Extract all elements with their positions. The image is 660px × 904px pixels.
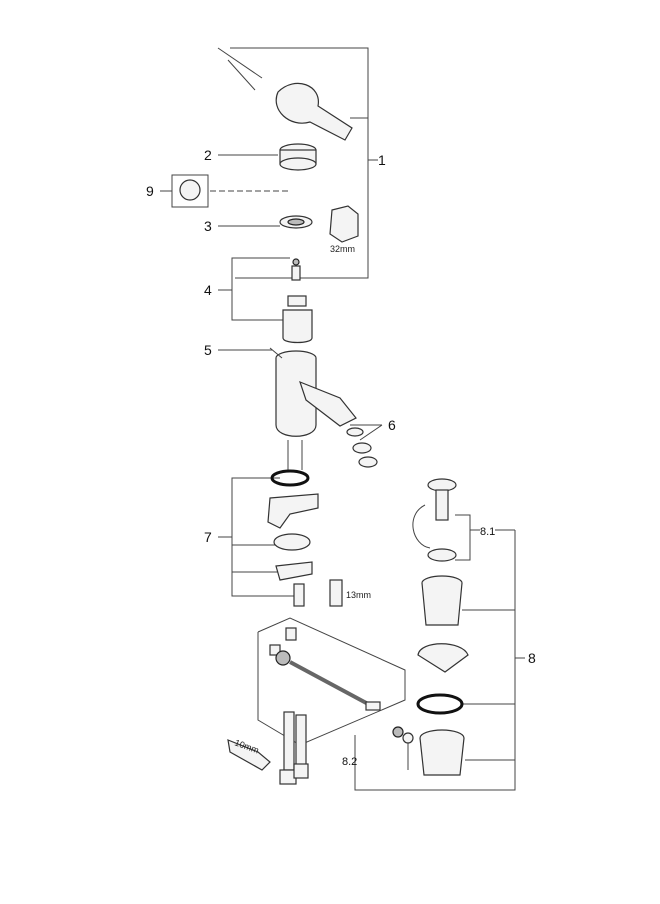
callout-labels: 1 2 9 3 4 5 6 7 8 8.1 8.2 xyxy=(146,147,536,768)
callout-8-1: 8.1 xyxy=(480,526,495,538)
callout-3: 3 xyxy=(204,218,212,234)
callout-9: 9 xyxy=(146,183,154,199)
cartridge xyxy=(282,258,313,344)
dimension-32mm: 32mm xyxy=(330,244,355,254)
supply-hoses xyxy=(227,711,309,785)
callout-1: 1 xyxy=(378,152,386,168)
callout-2: 2 xyxy=(204,147,212,163)
callout-5: 5 xyxy=(204,342,212,358)
handle-lever xyxy=(217,47,353,141)
aerator xyxy=(346,427,378,468)
callout-7: 7 xyxy=(204,529,212,545)
leader-lines xyxy=(160,47,525,791)
temperature-limiter xyxy=(171,174,209,208)
pull-rod-assembly xyxy=(269,627,414,744)
mixer-body xyxy=(269,347,357,470)
retaining-nut xyxy=(279,205,359,243)
waste-assembly xyxy=(412,478,469,776)
callout-8-2: 8.2 xyxy=(342,756,357,768)
callout-4: 4 xyxy=(204,282,212,298)
callout-6: 6 xyxy=(388,417,396,433)
fixing-set xyxy=(267,469,343,607)
dimension-13mm: 13mm xyxy=(346,590,371,600)
callout-8: 8 xyxy=(528,650,536,666)
cap-ring xyxy=(279,143,317,171)
